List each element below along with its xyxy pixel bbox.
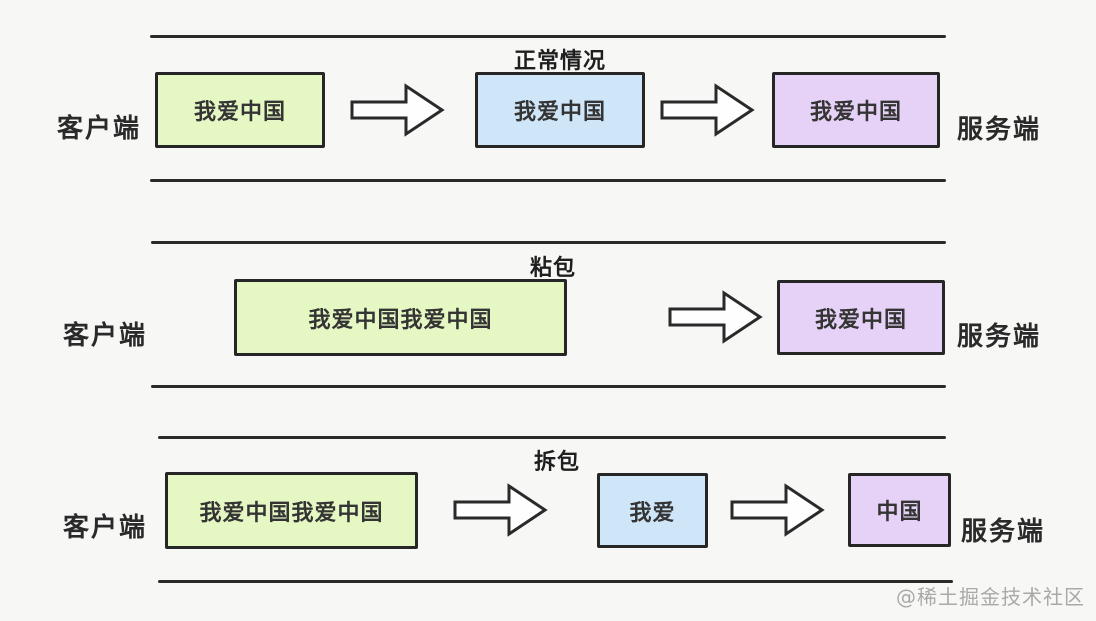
packet-text: 我爱 bbox=[629, 500, 676, 526]
packet-box: 我爱中国我爱中国 bbox=[165, 472, 418, 549]
packet-box: 我爱中国 bbox=[155, 72, 325, 148]
lane-title: 拆包 bbox=[533, 450, 580, 475]
packet-text: 我爱中国我爱中国 bbox=[308, 307, 493, 333]
timeline-top bbox=[150, 35, 946, 38]
flow-arrow-icon bbox=[453, 483, 548, 537]
flow-arrow-icon bbox=[660, 83, 755, 137]
timeline-bottom bbox=[150, 179, 946, 182]
flow-arrow-icon bbox=[668, 290, 763, 344]
packet-box: 中国 bbox=[848, 473, 951, 547]
client-label: 客户端 bbox=[62, 321, 147, 351]
packet-text: 我爱中国 bbox=[814, 307, 907, 333]
packet-box: 我爱 bbox=[597, 473, 708, 548]
client-label: 客户端 bbox=[62, 513, 147, 543]
timeline-bottom bbox=[151, 385, 946, 388]
flow-arrow-icon bbox=[350, 83, 445, 137]
timeline-top bbox=[151, 241, 946, 244]
packet-box: 我爱中国 bbox=[777, 280, 945, 355]
client-label: 客户端 bbox=[56, 114, 141, 144]
packet-box: 我爱中国 bbox=[475, 72, 645, 148]
packet-text: 中国 bbox=[876, 500, 923, 525]
server-label: 服务端 bbox=[960, 517, 1045, 547]
packet-text: 我爱中国 bbox=[809, 100, 902, 125]
packet-text: 我爱中国 bbox=[513, 100, 606, 125]
packet-box: 我爱中国我爱中国 bbox=[234, 279, 567, 356]
server-label: 服务端 bbox=[956, 322, 1041, 352]
flow-arrow-icon bbox=[730, 483, 825, 537]
server-label: 服务端 bbox=[956, 115, 1041, 145]
timeline-top bbox=[158, 436, 946, 439]
packet-box: 我爱中国 bbox=[772, 72, 940, 148]
watermark: @稀土掘金技术社区 bbox=[896, 585, 1085, 609]
lane-title: 正常情况 bbox=[513, 49, 606, 74]
packet-text: 我爱中国我爱中国 bbox=[199, 500, 384, 526]
timeline-bottom bbox=[158, 580, 953, 583]
packet-text: 我爱中国 bbox=[193, 100, 286, 125]
lane-title: 粘包 bbox=[529, 256, 576, 281]
